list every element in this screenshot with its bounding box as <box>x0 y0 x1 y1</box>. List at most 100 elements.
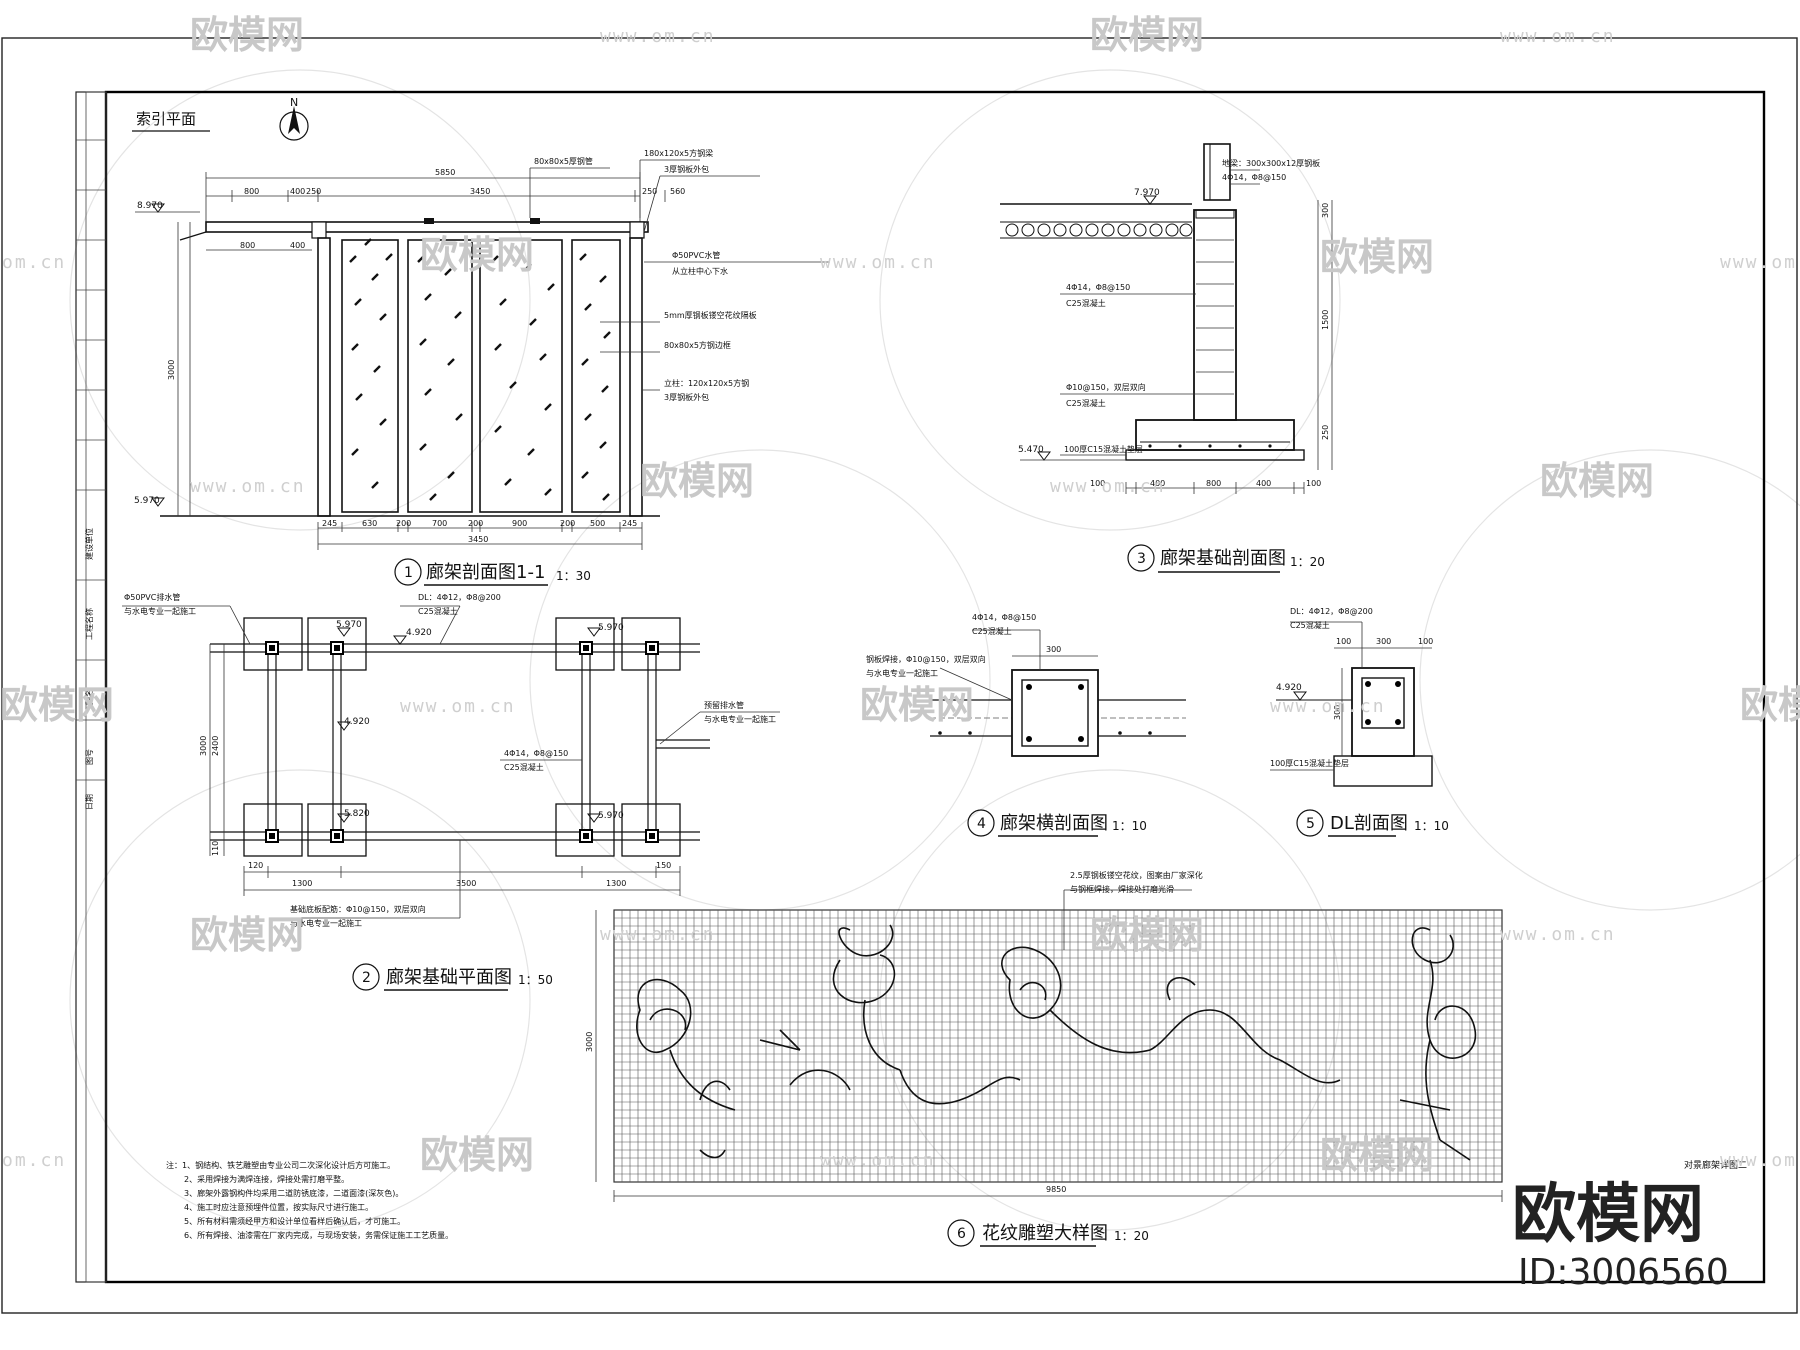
s5-note-3: 100厚C15混凝土垫层 <box>1270 758 1349 768</box>
s3-note-5: Φ10@150，双层双向 <box>1066 382 1146 392</box>
s1-level-bottom: 5.970 <box>134 496 160 506</box>
general-note-4: 4、施工时应注意预埋件位置，按实际尺寸进行施工。 <box>184 1202 373 1212</box>
s6-dim-height: 3000 <box>585 1032 594 1052</box>
general-note-1: 注：1、钢结构、铁艺雕塑由专业公司二次深化设计后方可施工。 <box>166 1160 395 1170</box>
drawing-2-number: 2 <box>362 970 371 986</box>
s2-note-6: C25混凝土 <box>504 762 544 772</box>
drawing-3-scale: 1：20 <box>1290 555 1325 569</box>
watermark-url: www.om.cn <box>190 476 306 497</box>
drawing-4-number: 4 <box>977 816 986 832</box>
s2-note-1: DL：4Φ12，Φ8@200 <box>418 593 501 602</box>
drawing-3-number: 3 <box>1137 551 1146 567</box>
s2-dim-left-3: 110 <box>211 841 220 856</box>
s1-note-7: 80x80x5方钢边框 <box>664 340 731 350</box>
drawing-3-title: 廊架基础剖面图 <box>1160 548 1286 569</box>
watermark-url: www.om.cn <box>400 696 516 717</box>
title-block-cell-5: 日期 <box>85 794 94 810</box>
s1-dim-bottom-2: 630 <box>362 519 377 528</box>
s1-dim-bottom-5: 200 <box>468 519 483 528</box>
watermark-url: www.om.cn <box>1500 924 1616 945</box>
drawing-1-number: 1 <box>404 565 413 581</box>
watermark-url: www.om.cn <box>600 924 716 945</box>
s4-note-3: 钢板焊接，Φ10@150，双层双向 <box>866 654 986 664</box>
general-note-3: 3、廊架外露钢构件均采用二道防锈底漆，二道面漆(深灰色)。 <box>184 1188 403 1198</box>
s2-dim-left-2: 3000 <box>199 736 208 756</box>
watermark-url: www.om.cn <box>1050 476 1166 497</box>
s3-dim-bottom-5: 100 <box>1306 479 1321 488</box>
s3-dim-bottom-1: 100 <box>1090 479 1105 488</box>
s6-note-1: 2.5厚钢板镂空花纹，图案由厂家深化 <box>1070 870 1203 880</box>
watermark-brand: 欧模网 <box>420 233 534 277</box>
title-block: 建设单位 工程名称 图名 图号 日期 <box>75 91 107 1283</box>
s1-level-top: 8.970 <box>137 201 163 211</box>
s5-note-2: C25混凝土 <box>1290 620 1330 630</box>
s2-note-4: 与水电专业一起施工 <box>124 606 196 616</box>
s2-dim-bottom-3: 3500 <box>456 879 476 888</box>
ornament-motifs <box>636 924 1477 1161</box>
s2-level-5: 5.820 <box>344 809 370 819</box>
general-note-5: 5、所有材料需须经甲方和设计单位看样后确认后，才可施工。 <box>184 1216 405 1226</box>
s1-note-3: 3厚钢板外包 <box>664 164 709 174</box>
s4-dim-top: 300 <box>1046 645 1061 654</box>
s1-dim-sub-2: 400 <box>290 241 305 250</box>
drawing-5-title: DL剖面图 <box>1330 813 1408 834</box>
drawing-2-plan: 5.970 4.920 4.920 5.970 5.820 5.970 DL：4… <box>122 592 780 991</box>
s5-dim-side: 300 <box>1333 705 1342 720</box>
s2-dim-bottom-1: 120 <box>248 861 263 870</box>
watermark-url: www.om.cn <box>820 252 936 273</box>
s5-dim-top-3: 100 <box>1418 637 1433 646</box>
drawing-6-number: 6 <box>957 1226 966 1242</box>
watermark-brand: 欧模网 <box>1090 13 1204 57</box>
drawing-6-title: 花纹雕塑大样图 <box>982 1223 1108 1244</box>
s1-note-6: 5mm厚钢板镂空花纹隔板 <box>664 310 757 320</box>
watermark-brand: 欧模网 <box>0 683 114 727</box>
s1-panel-hatching <box>349 238 611 501</box>
drawing-4-title: 廊架横剖面图 <box>1000 813 1108 834</box>
watermark-url: www.om.cn <box>1270 696 1386 717</box>
outer-frame <box>1 37 1798 1314</box>
s5-dim-top-2: 300 <box>1376 637 1391 646</box>
s2-level-4: 4.920 <box>344 717 370 727</box>
s3-note-6: C25混凝土 <box>1066 398 1106 408</box>
s1-dim-top-2: 400 <box>290 187 305 196</box>
drawing-1-section: 5850 800 400 250 3450 250 560 800 400 <box>134 148 830 586</box>
title-block-cell-4: 图号 <box>85 749 94 765</box>
watermark-brand: 欧模网 <box>1320 1133 1434 1177</box>
brand-logo: 欧模网 <box>1512 1178 1704 1252</box>
s3-level-top: 7.970 <box>1134 188 1160 198</box>
s1-dim-bottom-3: 200 <box>396 519 411 528</box>
s3-dim-side-3: 250 <box>1321 425 1330 440</box>
s2-level-6: 5.970 <box>598 811 624 821</box>
s1-note-1: 80x80x5厚钢管 <box>534 156 593 166</box>
s1-dim-overall-top: 5850 <box>435 168 455 177</box>
sheet-title: 对景廊架详图二 <box>1684 1159 1747 1171</box>
drawing-6-scale: 1：20 <box>1114 1229 1149 1243</box>
s2-dim-bottom-4: 1300 <box>606 879 626 888</box>
title-block-cell-3: 图名 <box>84 689 94 705</box>
drawing-2-title: 廊架基础平面图 <box>386 967 512 988</box>
drawing-5-section: 4.920 100 300 100 300 DL：4Φ12，Φ8@200 C25… <box>1270 607 1449 837</box>
s1-dim-bottom-9: 245 <box>622 519 637 528</box>
s1-dim-top-1: 800 <box>244 187 259 196</box>
s5-dim-top-1: 100 <box>1336 637 1351 646</box>
s1-dim-sub-1: 800 <box>240 241 255 250</box>
s1-dim-top-5: 250 <box>642 187 657 196</box>
watermark-url: www.om.cn <box>1720 1150 1800 1171</box>
s1-note-2: 180x120x5方钢梁 <box>644 148 713 158</box>
drawing-3-section: 7.970 5.470 300 1500 250 100 400 800 400… <box>1000 143 1333 573</box>
title-block-cell-2: 工程名称 <box>84 608 94 640</box>
s5-level: 4.920 <box>1276 683 1302 693</box>
s1-height-dim: 3000 <box>167 360 176 380</box>
watermark-url: www.om.cn <box>820 1150 936 1171</box>
drawing-5-number: 5 <box>1306 816 1315 832</box>
watermark-brand: 欧模网 <box>1740 683 1800 727</box>
watermark-background <box>69 69 1800 1231</box>
s2-level-3: 4.920 <box>406 628 432 638</box>
title-block-cell-1: 建设单位 <box>84 528 94 560</box>
general-notes: 注：1、钢结构、铁艺雕塑由专业公司二次深化设计后方可施工。 2、采用焊接为满焊连… <box>166 1160 453 1240</box>
s2-note-9: 基础底板配筋：Φ10@150，双层双向 <box>290 904 426 914</box>
watermark-url: www.om.cn <box>1500 26 1616 47</box>
s2-dim-bottom-2: 1300 <box>292 879 312 888</box>
brand-id: ID:3006560 <box>1518 1252 1729 1293</box>
